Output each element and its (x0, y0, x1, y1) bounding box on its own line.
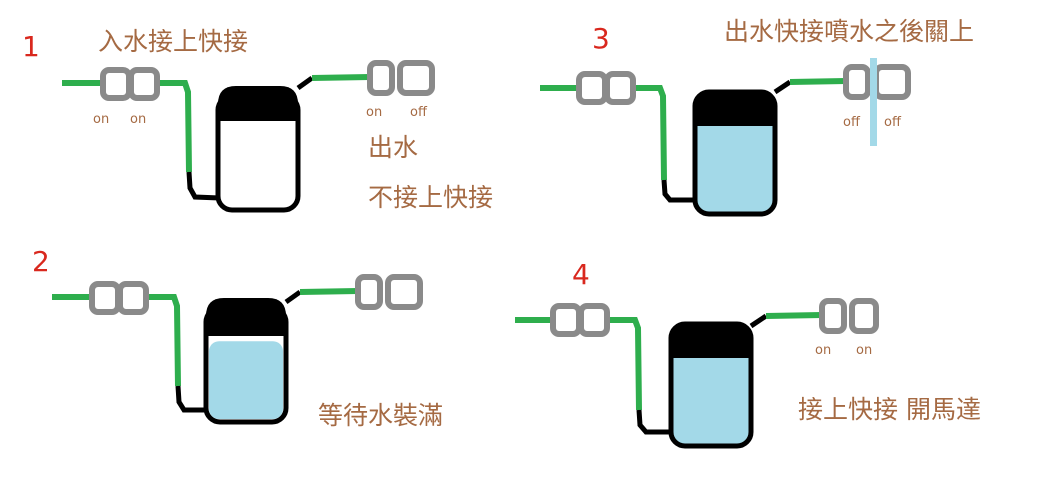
outlet-coupler-right (873, 64, 911, 100)
panel-4 (515, 298, 879, 449)
outlet-pipe (311, 74, 371, 81)
outlet-label-left: on (815, 343, 832, 358)
panel-1 (62, 60, 435, 213)
caption-wait-full: 等待水裝滿 (318, 401, 444, 430)
outlet-label-right: on (856, 343, 873, 358)
caption-outlet: 出水 (368, 133, 419, 162)
caption-connect-start-motor: 接上快接 開馬達 (798, 395, 981, 424)
step-number-4: 4 (572, 258, 590, 291)
feed-pipe (608, 317, 642, 411)
feed-pipe-black (636, 409, 672, 435)
caption-inlet-connected: 入水接上快接 (98, 27, 249, 56)
outlet-pipe (765, 312, 823, 319)
step-number-2: 2 (32, 245, 50, 278)
inlet-coupler-right (604, 71, 636, 105)
caption-close-after-spray: 出水快接噴水之後關上 (724, 17, 975, 46)
outlet-pipe (299, 288, 359, 295)
outlet-pipe (789, 78, 847, 85)
feed-pipe (148, 294, 181, 387)
tank-cap (206, 298, 286, 336)
outlet-pipe-black (749, 313, 768, 329)
outlet-coupler-right (385, 274, 423, 310)
feed-pipe-black (661, 179, 696, 203)
panel-3 (540, 58, 911, 217)
outlet-pipe-black (284, 289, 302, 305)
outlet-label-left: off (843, 115, 860, 130)
panel-2 (52, 274, 423, 425)
tank-cap (695, 90, 775, 126)
inlet-coupler-left (89, 281, 121, 315)
step-number-3: 3 (592, 22, 610, 55)
inlet-coupler-right (578, 303, 610, 337)
feed-pipe (158, 80, 192, 173)
caption-outlet-not-connected: 不接上快接 (368, 183, 494, 212)
water-stream (870, 58, 877, 146)
outlet-coupler-right (849, 298, 879, 334)
inlet-coupler-left (100, 67, 132, 101)
outlet-pipe-black (773, 79, 792, 95)
inlet-coupler-left (550, 303, 582, 337)
inlet-coupler-right (128, 67, 160, 101)
outlet-coupler-right (397, 60, 435, 96)
outlet-coupler-left (819, 298, 847, 334)
outlet-pipe-black (296, 75, 314, 91)
feed-pipe (634, 85, 667, 181)
feed-pipe-black (186, 171, 221, 201)
outlet-label-left: on (366, 105, 383, 120)
inlet-coupler-left (576, 71, 608, 105)
tank-water (209, 341, 283, 419)
inlet-label-right: on (130, 112, 147, 127)
outlet-label-right: off (884, 115, 901, 130)
outlet-coupler-left (367, 60, 395, 96)
feed-pipe-black (175, 385, 207, 413)
inlet-coupler-right (117, 281, 149, 315)
tank-cap (671, 322, 751, 358)
outlet-label-right: off (410, 105, 427, 120)
step-number-1: 1 (22, 30, 40, 63)
tank-cap (218, 86, 298, 121)
inlet-label-left: on (93, 112, 110, 127)
outlet-coupler-left (843, 64, 871, 100)
outlet-coupler-left (355, 274, 383, 310)
